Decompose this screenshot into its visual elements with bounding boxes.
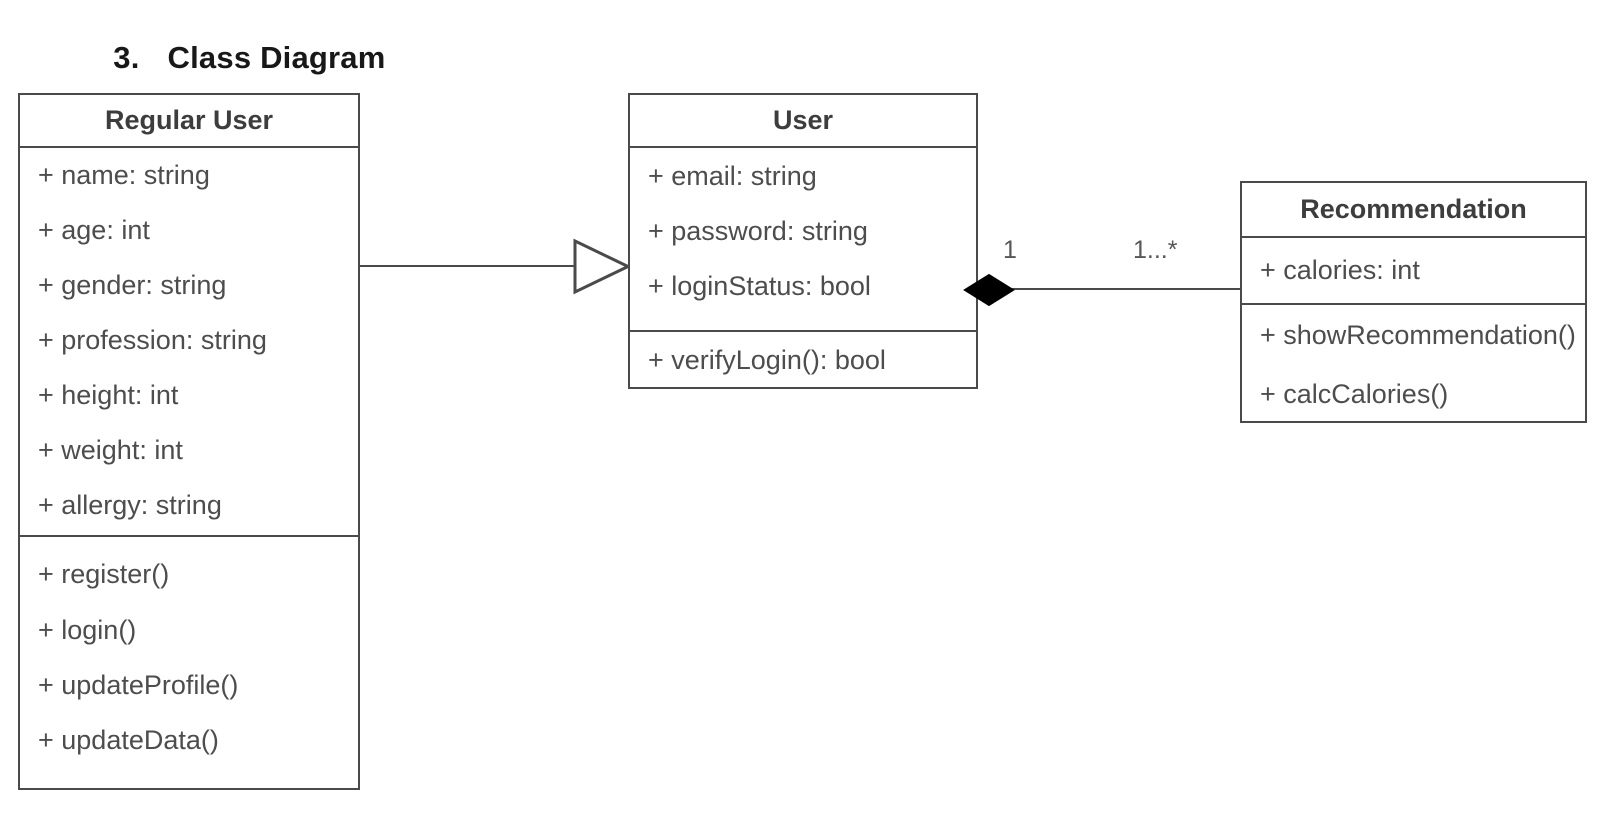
page-title-number: 3. (113, 40, 140, 75)
attribute-row: + email: string (648, 160, 817, 191)
class-box-recommendation[interactable]: Recommendation + calories: int + showRec… (1240, 181, 1587, 423)
methods-compartment-user: + verifyLogin(): bool (630, 330, 976, 387)
attribute-row: + password: string (648, 216, 868, 246)
attribute-row: + allergy: string (38, 490, 222, 520)
generalization-line-regular-user-user (360, 265, 575, 267)
multiplicity-source-label: 1 (1003, 236, 1017, 264)
attribute-row: + profession: string (38, 325, 267, 355)
method-row: + register() (38, 559, 170, 589)
attribute-row: + age: int (38, 215, 150, 245)
class-box-user[interactable]: User + email: string + password: string … (628, 93, 978, 389)
page-title: 3. Class Diagram (78, 4, 386, 112)
method-row: + login() (38, 615, 137, 645)
composition-line-user-recommendation (1012, 288, 1242, 290)
attribute-row: + name: string (38, 160, 210, 190)
page-title-text: Class Diagram (167, 40, 386, 75)
class-box-regular-user[interactable]: Regular User + name: string + age: int +… (18, 93, 360, 790)
generalization-arrowhead-hollow-triangle (573, 238, 632, 295)
class-title-regular-user: Regular User (20, 95, 358, 148)
attribute-row: + calories: int (1260, 255, 1420, 285)
attributes-compartment-recommendation: + calories: int (1242, 238, 1585, 303)
method-row: + calcCalories() (1260, 379, 1449, 409)
method-row: + showRecommendation() (1260, 320, 1576, 350)
composition-diamond-filled (963, 272, 1015, 308)
attributes-compartment-user: + email: string + password: string + log… (630, 148, 976, 330)
method-row: + verifyLogin(): bool (648, 345, 886, 375)
methods-compartment-recommendation: + showRecommendation() + calcCalories() (1242, 303, 1585, 421)
attribute-row: + height: int (38, 380, 179, 410)
method-row: + updateProfile() (38, 670, 239, 700)
attribute-row: + gender: string (38, 270, 227, 300)
attributes-compartment-regular-user: + name: string + age: int + gender: stri… (20, 148, 358, 535)
multiplicity-target-label: 1...* (1133, 236, 1178, 264)
method-row: + updateData() (38, 725, 219, 755)
attribute-row: + weight: int (38, 435, 183, 465)
methods-compartment-regular-user: + register() + login() + updateProfile()… (20, 535, 358, 788)
class-title-recommendation: Recommendation (1242, 183, 1585, 238)
attribute-row: + loginStatus: bool (648, 271, 871, 301)
class-title-user: User (630, 95, 976, 148)
